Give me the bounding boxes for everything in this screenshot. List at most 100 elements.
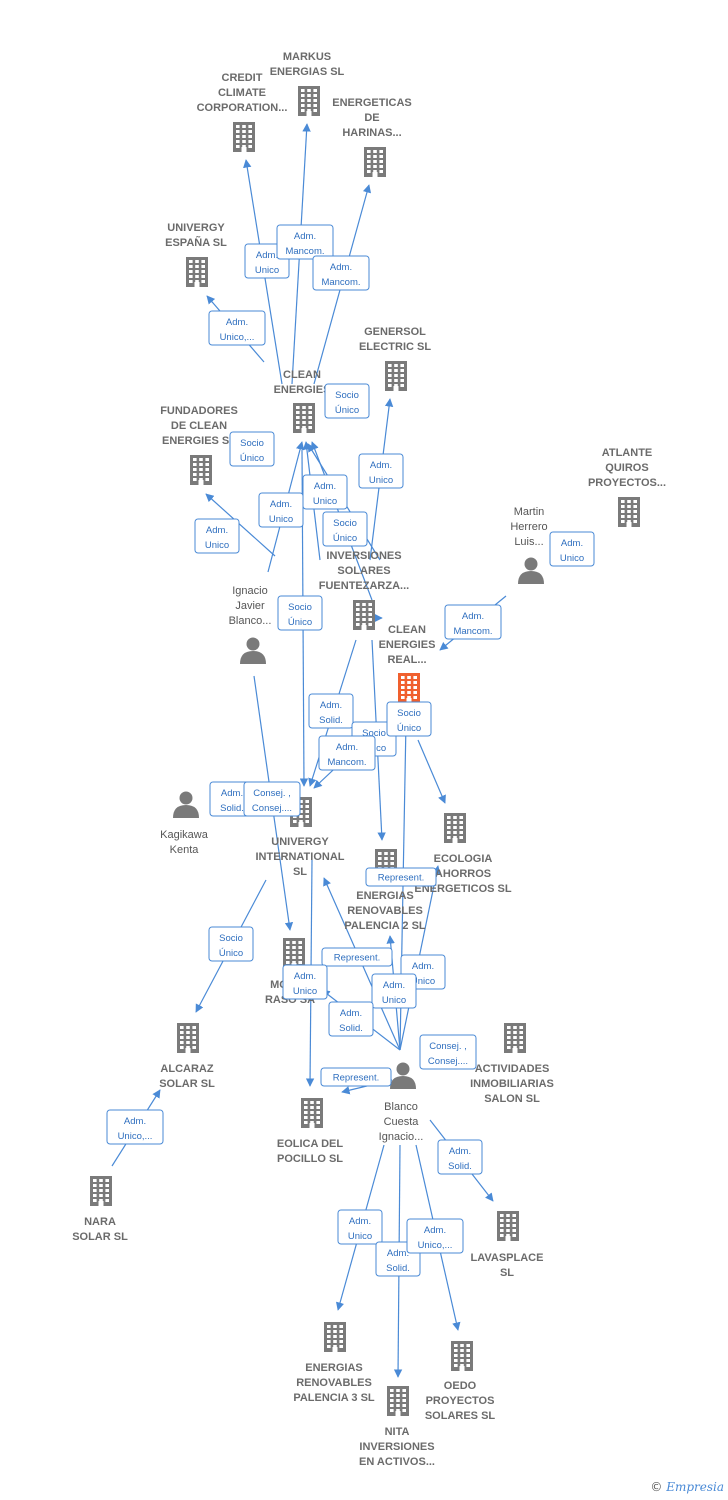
node-blanco[interactable]: BlancoCuestaIgnacio... [379,1062,424,1144]
node-label-line: DE [364,112,379,124]
edge-label[interactable]: Represent. [321,947,393,967]
edge-label[interactable]: Adm.Unico [358,453,404,489]
node-label-line: ENERGIAS SL [270,66,345,78]
node-label-line: FUNDADORES [160,405,238,417]
building-icon [186,257,208,287]
edge-label-text: Adm. [387,1248,409,1259]
edge-label[interactable]: Adm.Unico [371,973,417,1009]
node-clean_real[interactable]: CLEANENERGIESREAL... [379,624,436,703]
node-energeticas[interactable]: ENERGETICASDEHARINAS... [332,97,412,177]
edge-label[interactable]: Adm.Unico [258,492,304,528]
edge-label-text: Único [240,453,264,464]
edge-label-box [328,1001,374,1037]
edge-label[interactable]: Adm.Unico [282,964,328,1000]
empresia-footer[interactable]: © Empresia [650,1480,724,1494]
edge-label[interactable]: Adm.Solid. [328,1001,374,1037]
edge-label[interactable]: Adm.Solid. [308,693,354,729]
edge-label-text: Unico [313,496,337,507]
edge-label-text: Mancom. [321,277,360,288]
node-label-line: RENOVABLES [296,1377,372,1389]
node-label-line: ENERGIES [274,384,331,396]
node-label-line: SOLARES SL [425,1410,496,1422]
node-credit[interactable]: CREDITCLIMATECORPORATION... [197,72,288,152]
edge-label-text: Adm. [226,317,248,328]
edge-label[interactable]: Adm.Unico [549,531,595,567]
edge-label-text: Adm. [412,961,434,972]
edge-label[interactable]: Adm.Mancom. [318,735,376,771]
node-label-line: Javier [235,600,265,612]
node-martin[interactable]: MartinHerreroLuis... [510,506,548,584]
edge-label[interactable]: Adm.Unico,... [106,1109,164,1145]
node-label-line: ENERGIAS [356,890,413,902]
edge-label[interactable]: Adm.Solid. [437,1139,483,1175]
edge-label-box [194,518,240,554]
edge-label-text: Adm. [294,231,316,242]
node-ignacio[interactable]: IgnacioJavierBlanco... [229,585,272,664]
edge-label-box [444,604,502,640]
edge-label-box [276,224,334,260]
edge-label-box [320,1067,392,1087]
edge-label[interactable]: Represent. [365,867,437,887]
edge-label[interactable]: Consej. ,Consej.... [419,1034,477,1070]
person-icon [240,637,266,664]
edge-label-text: Adm. [320,700,342,711]
edge-label[interactable]: Adm.Mancom. [444,604,502,640]
edge-label-box [229,431,275,467]
edge-label-box [419,1034,477,1070]
edge-label[interactable]: Consej. ,Consej.... [243,781,301,817]
edge-label[interactable]: Adm.Unico [337,1209,383,1245]
building-icon [353,600,375,630]
edge-label-text: Represent. [334,953,380,964]
node-label-line: SL [500,1267,514,1279]
edge-label[interactable]: Represent. [320,1067,392,1087]
edge-label-box [406,1218,464,1254]
edge-label-text: Consej.... [428,1056,468,1067]
building-icon [301,1098,323,1128]
edge-label[interactable]: Adm.Solid. [209,781,255,817]
edge-label-box [302,474,348,510]
edge-label[interactable]: Adm.Unico,... [406,1218,464,1254]
edge-label-text: Único [335,405,359,416]
edge-label[interactable]: Adm.Unico [302,474,348,510]
node-label-line: Blanco [384,1101,418,1113]
edge-label[interactable]: Adm.Mancom. [312,255,370,291]
edge-label-box [208,926,254,962]
edge-labels-layer: Adm.UnicoAdm.Mancom.Adm.Mancom.Adm.Unico… [106,224,595,1277]
node-label-line: ECOLOGIA [434,853,493,865]
edge-label-text: Adm. [349,1216,371,1227]
edge-label[interactable]: Adm. Mancom. [276,224,334,260]
edge-label-text: Mancom. [285,246,324,257]
edge-label-box [282,964,328,1000]
node-inversiones[interactable]: INVERSIONESSOLARESFUENTEZARZA... [319,550,409,630]
building-icon [190,455,212,485]
edge-label[interactable]: Adm.Unico [194,518,240,554]
node-label-line: ATLANTE [602,447,653,459]
edges-layer [111,123,507,1378]
node-atlante[interactable]: ATLANTEQUIROSPROYECTOS... [588,447,666,527]
node-label-line: QUIROS [605,462,648,474]
edge-label[interactable]: Adm.Unico,... [208,310,266,346]
